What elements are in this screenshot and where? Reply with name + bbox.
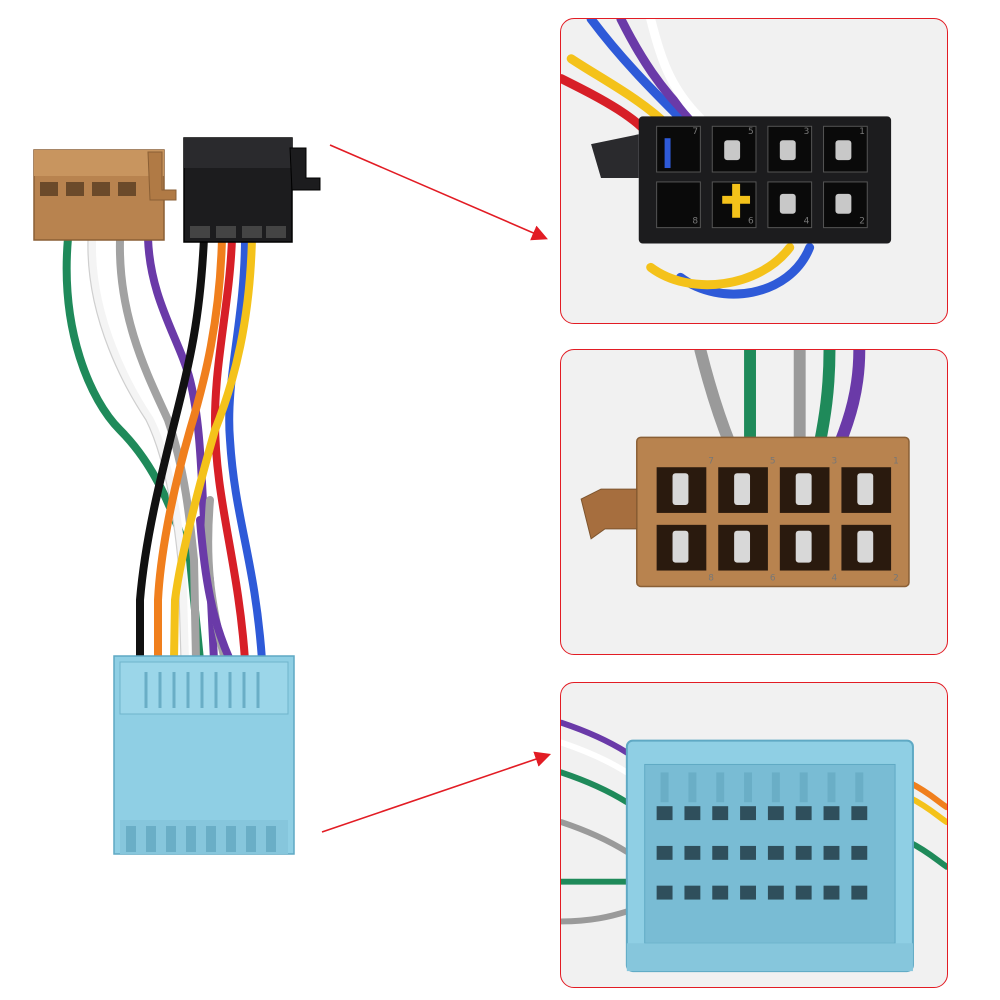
wire-orange: [154, 234, 226, 664]
wire-purple-2: [196, 516, 234, 664]
pin-label-6: 6: [770, 573, 776, 583]
blue-connector-image: [561, 719, 947, 973]
black-iso-connector: [183, 137, 321, 243]
pin-label-5: 5: [748, 127, 754, 137]
blue-connector-closeup: [560, 682, 948, 988]
pin-label-4: 4: [831, 573, 837, 583]
wire-black: [136, 234, 208, 664]
wire-bundle: [62, 234, 266, 664]
brown-iso-connector: [33, 149, 177, 241]
pin-label-3: 3: [831, 456, 837, 466]
pin-label-8: 8: [692, 217, 698, 227]
wire-yellow: [170, 234, 256, 664]
wire-white-outline: [87, 239, 182, 661]
wire-white: [87, 236, 189, 664]
pin-label-7: 7: [708, 456, 714, 466]
brown-connector-image: 1 3 5 7 2 4 6 8: [580, 350, 910, 588]
pin-label-5: 5: [770, 456, 776, 466]
wire-blue: [225, 234, 266, 664]
pin-label-2: 2: [859, 217, 865, 227]
pin-label-4: 4: [804, 217, 810, 227]
pin-label-6: 6: [748, 217, 754, 227]
pin-label-8: 8: [708, 573, 714, 583]
blue-vehicle-connector: [113, 655, 295, 855]
black-connector-image: 1 3 5 7 2 4 6 8: [561, 19, 892, 299]
pin-label-3: 3: [804, 127, 810, 137]
pin-label-1: 1: [859, 127, 865, 137]
wiring-harness: [33, 137, 321, 855]
pin-label-2: 2: [893, 573, 899, 583]
pin-label-1: 1: [893, 456, 899, 466]
brown-connector-closeup: 1 3 5 7 2 4 6 8: [560, 349, 948, 655]
pin-label-7: 7: [692, 127, 698, 137]
black-connector-closeup: 1 3 5 7 2 4 6 8: [560, 18, 948, 324]
